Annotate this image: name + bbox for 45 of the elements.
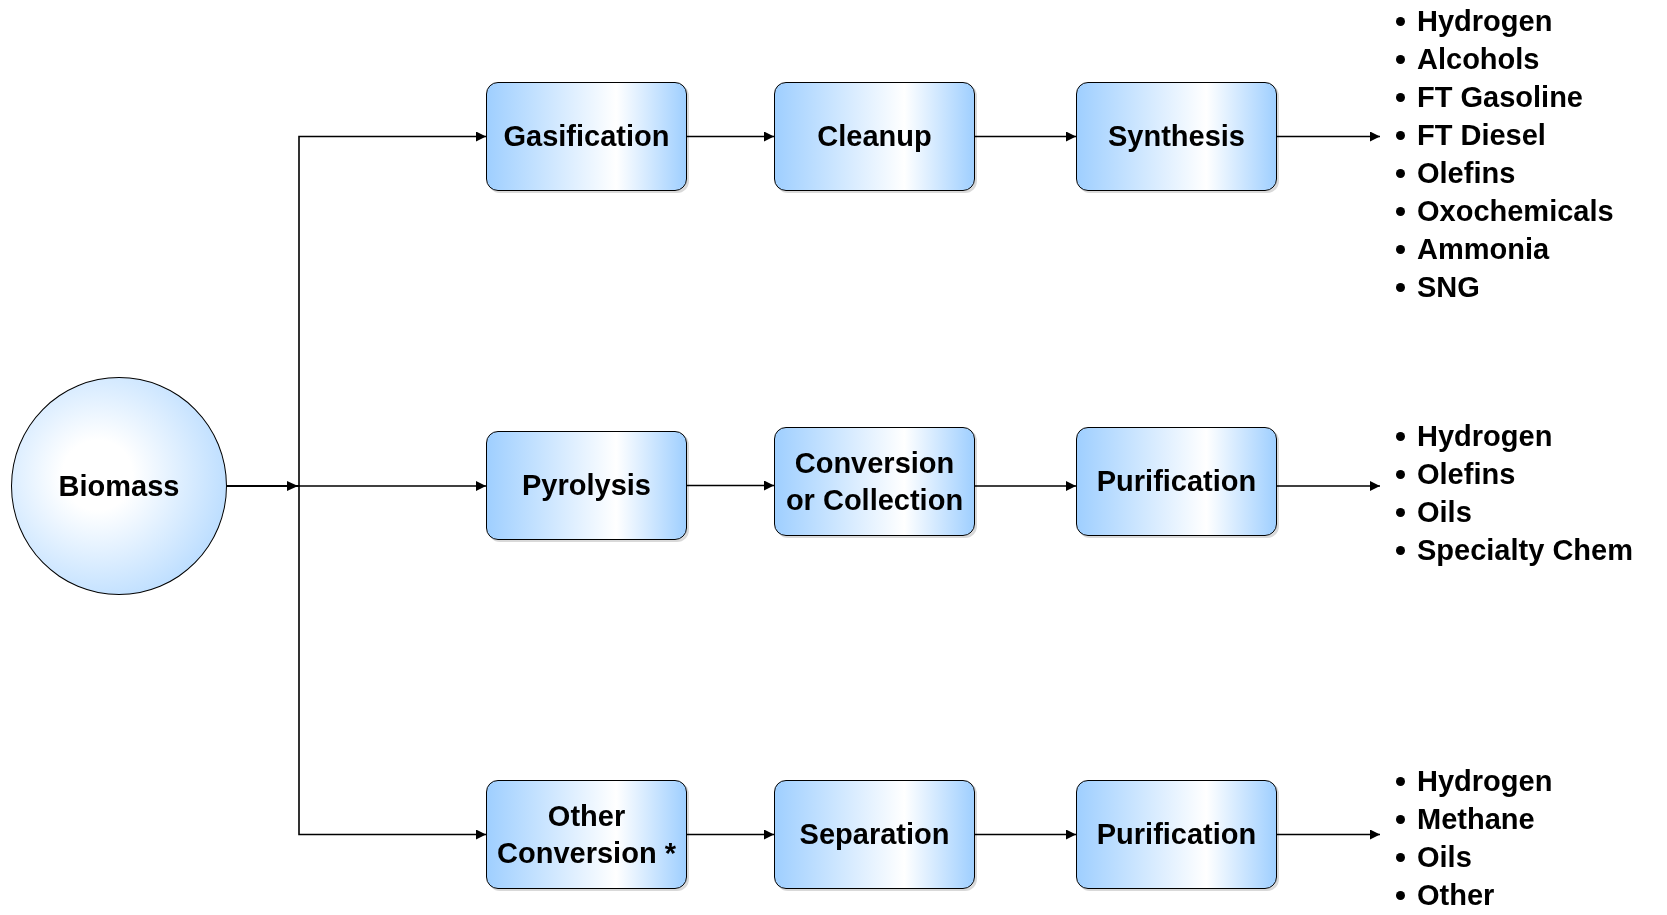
process-box: [1076, 780, 1277, 889]
node-label: Pyrolysis: [522, 468, 651, 503]
product-item: FT Gasoline: [1417, 80, 1583, 114]
process-box: [486, 431, 687, 540]
arrow: [974, 829, 1077, 840]
product-item: Alcohols: [1417, 42, 1540, 76]
arrow: [1276, 481, 1381, 491]
product-item: Hydrogen: [1417, 764, 1553, 798]
product-item: Olefins: [1417, 457, 1516, 491]
arrow: [686, 829, 775, 840]
process-box: [774, 780, 975, 889]
product-item: Oils: [1417, 495, 1472, 529]
arrow: [226, 485, 487, 840]
product-item: Hydrogen: [1417, 4, 1553, 38]
process-box: [1076, 427, 1277, 536]
arrow: [974, 131, 1077, 142]
node-label: Separation: [799, 817, 950, 852]
product-item: Olefins: [1417, 156, 1516, 190]
arrow: [686, 131, 775, 142]
node-label: Gasification: [503, 119, 670, 154]
arrow: [686, 480, 775, 491]
node-label: Purification: [1096, 464, 1257, 499]
product-item: Oxochemicals: [1417, 194, 1614, 228]
product-item: Ammonia: [1417, 232, 1550, 266]
process-box: [774, 427, 975, 536]
node-label: Conversion or Collection: [784, 445, 965, 518]
node-label: Other Conversion *: [496, 798, 677, 871]
product-item: Specialty Chem: [1417, 533, 1633, 567]
product-item: SNG: [1417, 270, 1480, 304]
arrow: [1276, 829, 1381, 840]
product-item: FT Diesel: [1417, 118, 1546, 152]
arrow: [1276, 131, 1381, 142]
process-box: [774, 82, 975, 191]
product-item: Hydrogen: [1417, 419, 1553, 453]
process-box: [486, 780, 687, 889]
product-item: Oils: [1417, 840, 1472, 874]
node-label: Purification: [1096, 817, 1257, 852]
product-item: Methane: [1417, 802, 1535, 836]
arrow: [974, 481, 1077, 491]
product-item: Other: [1417, 878, 1495, 912]
process-box: [486, 82, 687, 191]
process-box: [1076, 82, 1277, 191]
node-label: Cleanup: [817, 119, 932, 154]
node-label: Biomass: [58, 468, 180, 504]
node-label: Synthesis: [1108, 119, 1245, 154]
